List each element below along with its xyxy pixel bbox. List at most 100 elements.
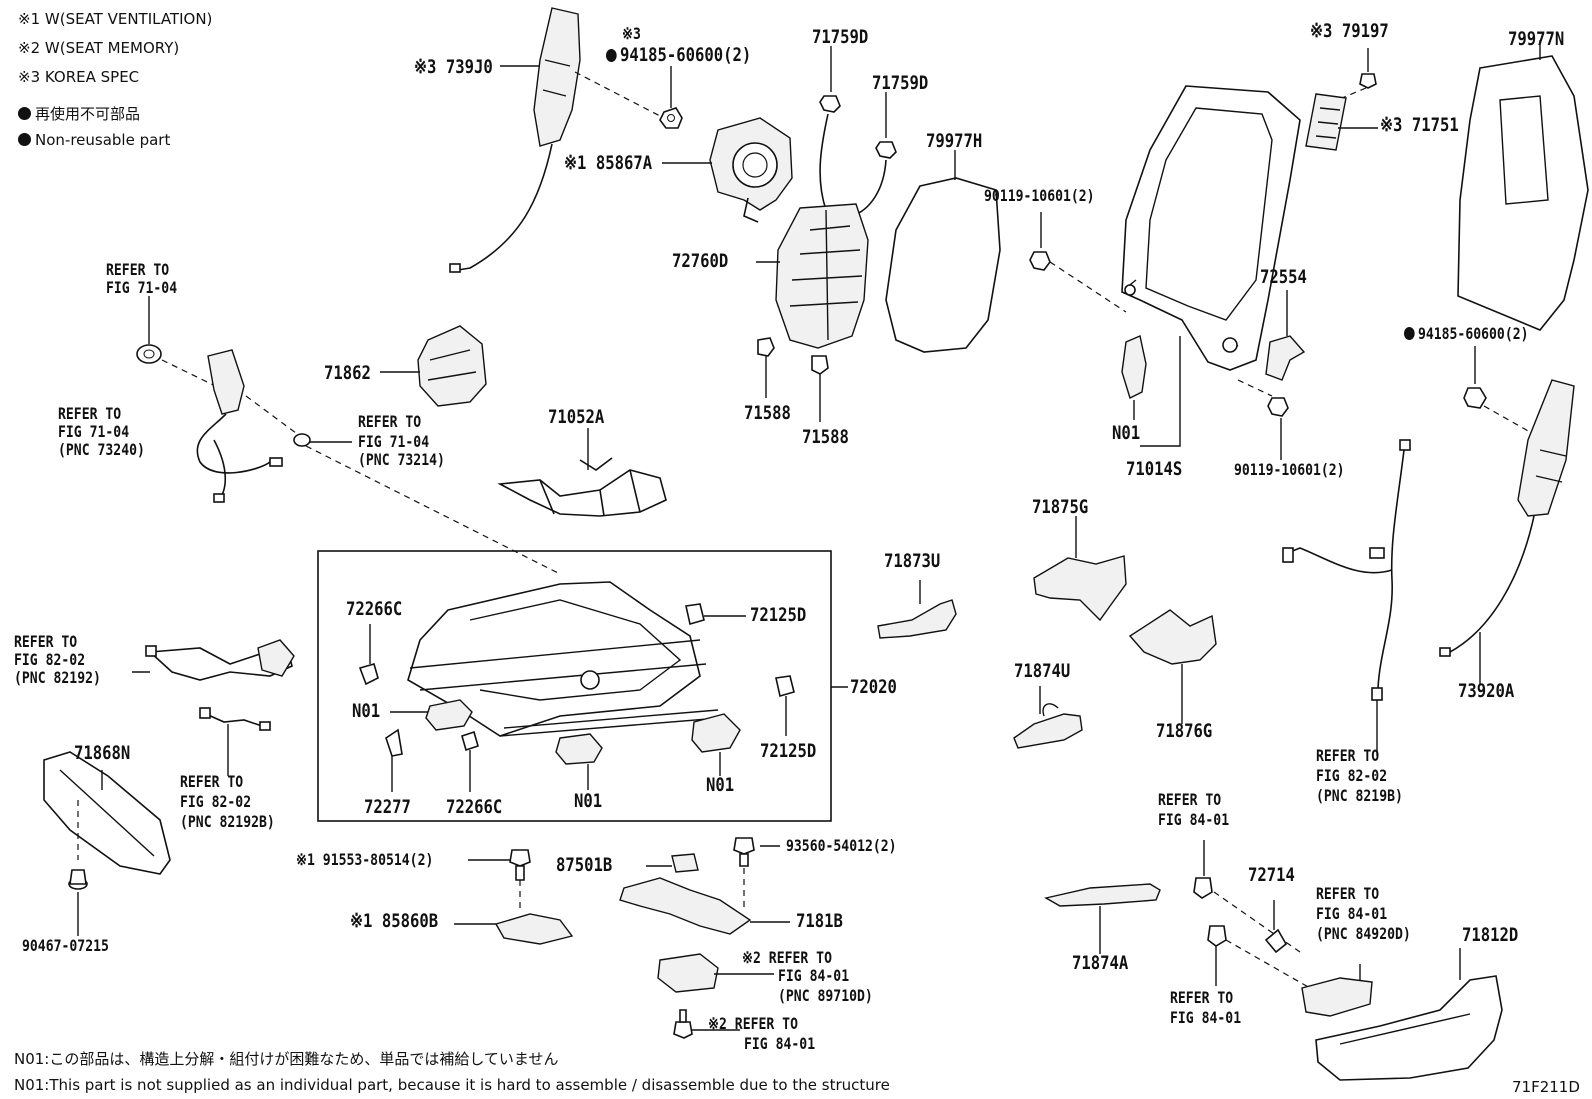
label-72714[interactable]: 72714 xyxy=(1248,864,1295,886)
label-90119-b[interactable]: 90119-10601(2) xyxy=(1234,460,1345,479)
label-ref-f2[interactable]: FIG 84-01 xyxy=(778,966,850,985)
label-N01-d[interactable]: N01 xyxy=(706,774,735,796)
part-72714 xyxy=(1264,928,1288,954)
clip-72125D-a xyxy=(685,603,705,626)
label-71875G[interactable]: 71875G xyxy=(1032,496,1089,518)
motor-N01-b xyxy=(425,699,473,731)
label-72125D-a[interactable]: 72125D xyxy=(750,604,807,626)
label-71862[interactable]: 71862 xyxy=(324,362,371,384)
label-72266C-b[interactable]: 72266C xyxy=(446,796,503,818)
label-85867A[interactable]: ※1 85867A xyxy=(564,152,653,174)
nonreusable-en-text: Non-reusable part xyxy=(35,131,171,149)
label-739J0[interactable]: ※3 739J0 xyxy=(414,56,493,78)
footer-en: N01:This part is not supplied as an indi… xyxy=(14,1076,890,1094)
label-71873U[interactable]: 71873U xyxy=(884,550,941,572)
clip-72125D-b xyxy=(775,675,795,698)
label-90119-a[interactable]: 90119-10601(2) xyxy=(984,186,1095,205)
label-94185-a-text: 94185-60600(2) xyxy=(619,44,752,66)
label-72020[interactable]: 72020 xyxy=(850,676,897,698)
label-7181B[interactable]: 7181B xyxy=(796,910,843,932)
label-79977N[interactable]: 79977N xyxy=(1508,28,1565,50)
label-ref-d2[interactable]: FIG 82-02 xyxy=(14,650,86,669)
bolt-91553 xyxy=(509,849,531,881)
part-71868N xyxy=(43,751,171,875)
nonreusable-dot-icon xyxy=(18,133,31,146)
nut-71759D-b xyxy=(875,141,897,159)
label-ref-b1: REFER TO xyxy=(58,404,122,423)
note-korea-spec: ※3 KOREA SPEC xyxy=(18,68,140,86)
label-ref-j3: (PNC 84920D) xyxy=(1316,924,1411,943)
label-72760D[interactable]: 72760D xyxy=(672,250,729,272)
label-94185-a[interactable]: 94185-60600(2) xyxy=(606,46,751,65)
label-71052A[interactable]: 71052A xyxy=(548,406,605,428)
label-N01-a[interactable]: N01 xyxy=(1112,422,1141,444)
clip-71588-b xyxy=(811,355,829,375)
label-71812D[interactable]: 71812D xyxy=(1462,924,1519,946)
harness-82192B xyxy=(199,707,271,731)
label-71014S[interactable]: 71014S xyxy=(1126,458,1183,480)
part-71052A xyxy=(497,457,667,517)
screw-84-01-a xyxy=(1193,877,1213,899)
label-ref-c2[interactable]: FIG 71-04 xyxy=(358,432,430,451)
bolt-90119-b xyxy=(1267,397,1289,417)
clip-90467 xyxy=(68,869,88,890)
clip-71588-a xyxy=(757,337,775,357)
label-ref-j2[interactable]: FIG 84-01 xyxy=(1316,904,1388,923)
label-71759D-a[interactable]: 71759D xyxy=(812,26,869,48)
part-71876G xyxy=(1128,609,1217,665)
note-seat-memory: ※2 W(SEAT MEMORY) xyxy=(18,39,180,57)
nonreusable-jp-text: 再使用不可部品 xyxy=(35,105,141,123)
label-73920A[interactable]: 73920A xyxy=(1458,680,1515,702)
label-korea-mark: ※3 xyxy=(622,24,641,43)
label-ref-g2[interactable]: FIG 84-01 xyxy=(744,1034,816,1053)
label-N01-b[interactable]: N01 xyxy=(352,700,381,722)
label-ref-e2[interactable]: FIG 82-02 xyxy=(180,792,252,811)
label-ref-a2[interactable]: FIG 71-04 xyxy=(106,278,178,297)
label-ref-k2[interactable]: FIG 84-01 xyxy=(1170,1008,1242,1027)
footer-jp: N01:この部品は、構造上分解・組付けが困難なため、単品では補給していません xyxy=(14,1050,559,1068)
part-71875G xyxy=(1033,555,1127,622)
part-71862 xyxy=(417,325,487,407)
label-ref-a1: REFER TO xyxy=(106,260,170,279)
label-71874A[interactable]: 71874A xyxy=(1072,952,1129,974)
part-71874U xyxy=(1013,703,1083,749)
figure-code: 71F211D xyxy=(1512,1078,1580,1096)
part-71751 xyxy=(1305,93,1347,151)
motor-N01-c xyxy=(555,733,603,765)
part-84920D xyxy=(1301,977,1373,1017)
label-ref-h2[interactable]: FIG 82-02 xyxy=(1316,766,1388,785)
part-89710D xyxy=(657,953,719,993)
label-79977H[interactable]: 79977H xyxy=(926,130,983,152)
label-71751[interactable]: ※3 71751 xyxy=(1380,114,1459,136)
bolt-90119-a xyxy=(1029,251,1051,271)
nut-94185-a xyxy=(659,107,683,129)
label-91553[interactable]: ※1 91553-80514(2) xyxy=(296,850,434,869)
bracket-72277 xyxy=(385,728,403,757)
part-739J0 xyxy=(449,7,581,273)
label-71588-a[interactable]: 71588 xyxy=(744,402,791,424)
part-72554 xyxy=(1265,335,1306,381)
label-71874U[interactable]: 71874U xyxy=(1014,660,1071,682)
label-71759D-b[interactable]: 71759D xyxy=(872,72,929,94)
label-94185-b[interactable]: 94185-60600(2) xyxy=(1404,326,1529,342)
label-71588-b[interactable]: 71588 xyxy=(802,426,849,448)
label-79197[interactable]: ※3 79197 xyxy=(1310,20,1389,42)
label-ref-c1: REFER TO xyxy=(358,412,422,431)
label-85860B[interactable]: ※1 85860B xyxy=(350,910,439,932)
label-87501B[interactable]: 87501B xyxy=(556,854,613,876)
label-ref-i2[interactable]: FIG 84-01 xyxy=(1158,810,1230,829)
label-93560[interactable]: 93560-54012(2) xyxy=(786,836,897,855)
label-71876G[interactable]: 71876G xyxy=(1156,720,1213,742)
label-90467[interactable]: 90467-07215 xyxy=(22,936,109,955)
label-72277[interactable]: 72277 xyxy=(364,796,411,818)
label-71868N[interactable]: 71868N xyxy=(74,742,131,764)
bolt-93560 xyxy=(733,837,755,867)
part-73920A xyxy=(1439,379,1575,657)
label-72125D-b[interactable]: 72125D xyxy=(760,740,817,762)
label-ref-b2[interactable]: FIG 71-04 xyxy=(58,422,130,441)
label-72554[interactable]: 72554 xyxy=(1260,266,1307,288)
label-72266C-a[interactable]: 72266C xyxy=(346,598,403,620)
label-N01-c[interactable]: N01 xyxy=(574,790,603,812)
grommet-top xyxy=(136,344,162,364)
